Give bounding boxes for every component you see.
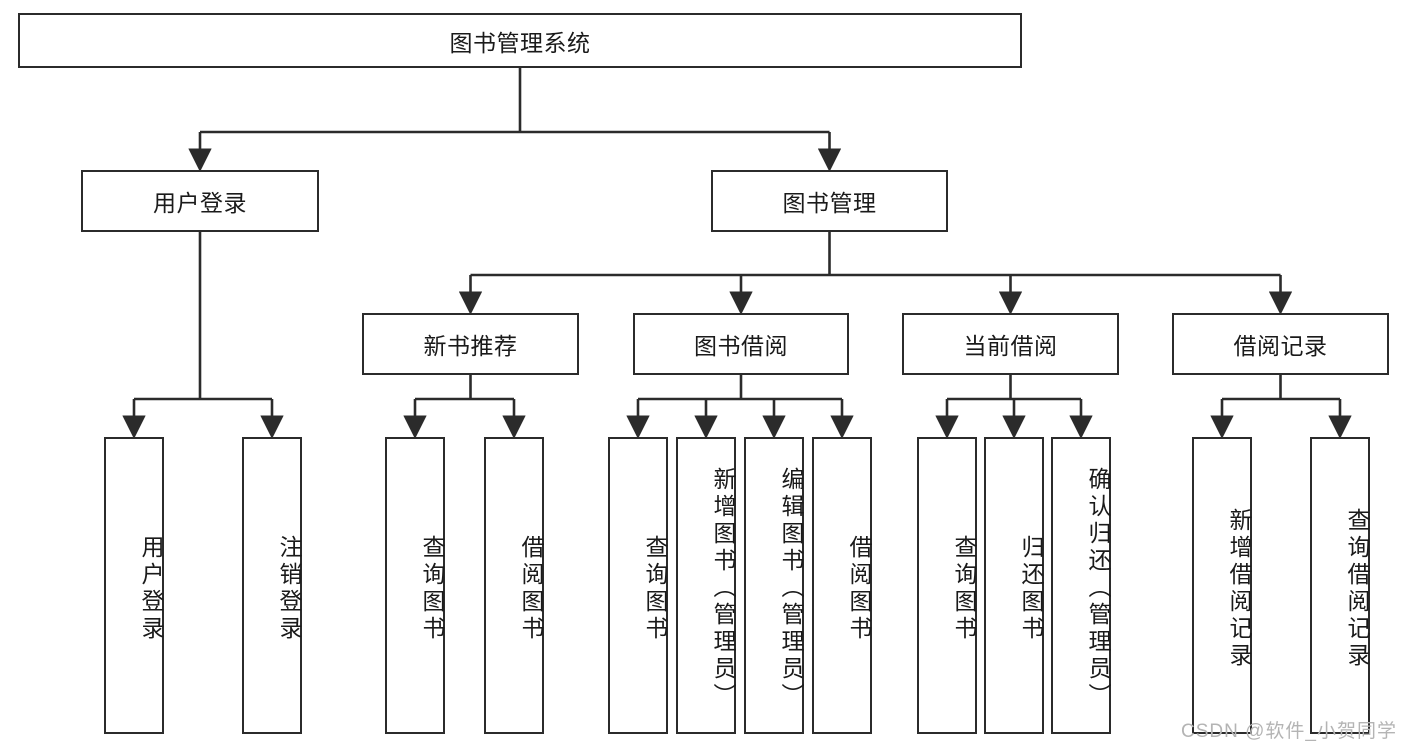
node-leaf13[interactable]: 查询借阅记录 [1310, 437, 1370, 734]
node-leaf5[interactable]: 查询图书 [608, 437, 668, 734]
node-leaf8[interactable]: 借阅图书 [812, 437, 872, 734]
node-leaf12[interactable]: 新增借阅记录 [1192, 437, 1252, 734]
node-label: 查询借阅记录 [1344, 507, 1370, 670]
node-label: 借阅记录 [1233, 333, 1328, 359]
node-label: 查询图书 [642, 534, 668, 643]
node-label: 借阅图书 [846, 534, 872, 643]
node-label: 查询图书 [419, 534, 445, 643]
node-leaf7[interactable]: 编辑图书（管理员） [744, 437, 804, 734]
node-leaf6[interactable]: 新增图书（管理员） [676, 437, 736, 734]
node-current[interactable]: 当前借阅 [902, 313, 1119, 375]
node-label: 当前借阅 [963, 333, 1058, 359]
node-label: 查询图书 [951, 534, 977, 643]
node-label: 用户登录 [153, 190, 247, 216]
node-newbook[interactable]: 新书推荐 [362, 313, 579, 375]
csdn-watermark: CSDN @软件_小贺同学 [1181, 721, 1397, 742]
node-leaf9[interactable]: 查询图书 [917, 437, 977, 734]
node-label: 编辑图书（管理员） [778, 467, 804, 710]
node-label: 新书推荐 [423, 333, 518, 359]
node-records[interactable]: 借阅记录 [1172, 313, 1389, 375]
node-label: 借阅图书 [518, 534, 544, 643]
node-root[interactable]: 图书管理系统 [18, 13, 1022, 68]
node-leaf1[interactable]: 用户登录 [104, 437, 164, 734]
node-label: 用户登录 [138, 534, 164, 643]
node-leaf3[interactable]: 查询图书 [385, 437, 445, 734]
node-login[interactable]: 用户登录 [81, 170, 319, 232]
node-bookmgmt[interactable]: 图书管理 [711, 170, 948, 232]
node-label: 新增借阅记录 [1226, 507, 1252, 670]
node-label: 注销登录 [276, 534, 302, 643]
node-label: 归还图书 [1018, 534, 1044, 643]
node-leaf10[interactable]: 归还图书 [984, 437, 1044, 734]
node-label: 图书管理系统 [449, 29, 591, 56]
node-label: 图书借阅 [694, 333, 788, 359]
node-borrow[interactable]: 图书借阅 [633, 313, 849, 375]
node-label: 图书管理 [782, 190, 877, 216]
node-leaf11[interactable]: 确认归还（管理员） [1051, 437, 1111, 734]
node-leaf2[interactable]: 注销登录 [242, 437, 302, 734]
node-leaf4[interactable]: 借阅图书 [484, 437, 544, 734]
node-label: 确认归还（管理员） [1085, 467, 1111, 710]
node-label: 新增图书（管理员） [710, 467, 736, 710]
